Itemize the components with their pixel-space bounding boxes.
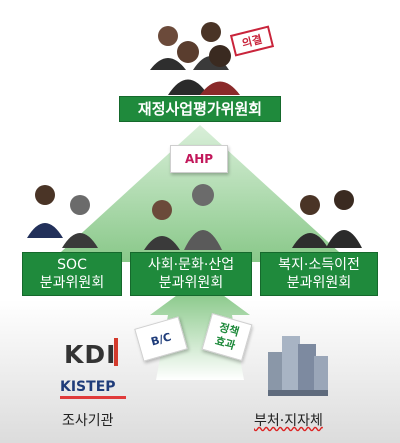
subcommittee-social-line2: 분과위원회: [158, 275, 224, 291]
stamp-label: 의결: [240, 32, 264, 51]
buildings-icon: [268, 336, 328, 396]
subcommittee-soc-box: SOC 분과위원회: [22, 252, 122, 296]
ahp-label: AHP: [184, 152, 214, 166]
subcommittee-social-box: 사회·문화·산업 분과위원회: [130, 252, 252, 296]
kdi-logo: KDI: [64, 340, 117, 369]
ahp-badge: AHP: [170, 145, 228, 173]
kdi-logo-bar: [114, 338, 118, 366]
people-left-icon: [27, 185, 98, 248]
institutions-label: 조사기관: [62, 413, 114, 429]
kistep-logo-bar: [60, 396, 126, 399]
kistep-logo: KISTEP: [60, 379, 116, 395]
people-middle-icon: [144, 184, 222, 250]
ministries-label: 부처·지자체: [254, 413, 323, 429]
upward-arrow: [150, 290, 250, 380]
top-committee-box: 재정사업평가위원회: [119, 96, 281, 122]
people-right-icon: [292, 190, 362, 248]
bc-label: B/C: [149, 329, 173, 349]
subcommittee-welfare-box: 복지·소득이전 분과위원회: [260, 252, 378, 296]
subcommittee-welfare-line2: 분과위원회: [286, 275, 352, 291]
people-top-icon: [150, 22, 240, 95]
subcommittee-social-line1: 사회·문화·산업: [147, 257, 235, 273]
subcommittee-soc-line1: SOC: [57, 257, 87, 273]
subcommittee-soc-line2: 분과위원회: [39, 275, 105, 291]
subcommittee-welfare-line1: 복지·소득이전: [278, 257, 360, 273]
top-committee-label: 재정사업평가위원회: [137, 100, 263, 118]
